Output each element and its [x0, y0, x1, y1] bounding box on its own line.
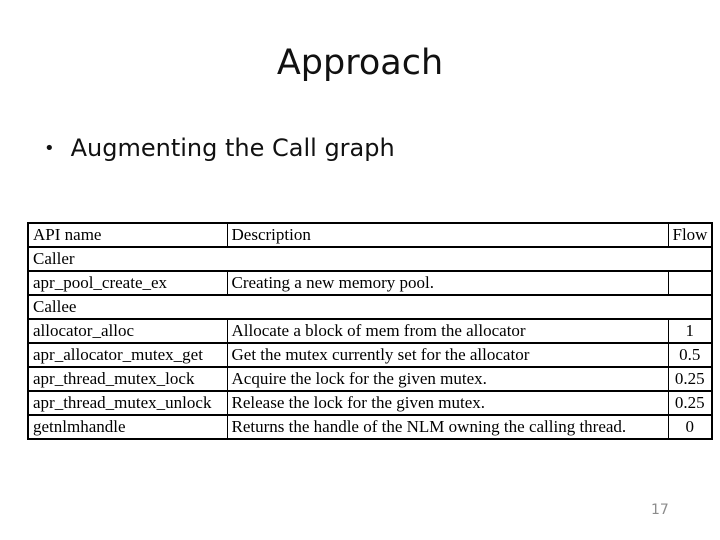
- cell-api-name: apr_thread_mutex_lock: [27, 366, 228, 392]
- table-row: apr_allocator_mutex_get Get the mutex cu…: [27, 342, 713, 368]
- table-header-row: API name Description Flow: [27, 222, 713, 248]
- section-label-caller: Caller: [27, 246, 713, 272]
- cell-description: Acquire the lock for the given mutex.: [226, 366, 669, 392]
- cell-description: Allocate a block of mem from the allocat…: [226, 318, 669, 344]
- cell-flow: 0.25: [667, 366, 713, 392]
- table-section-row: Caller: [27, 246, 713, 272]
- table-row: allocator_alloc Allocate a block of mem …: [27, 318, 713, 344]
- cell-description: Returns the handle of the NLM owning the…: [226, 414, 669, 440]
- column-header-flow: Flow: [667, 222, 713, 248]
- cell-flow: [667, 270, 713, 296]
- cell-api-name: apr_pool_create_ex: [27, 270, 228, 296]
- cell-description: Get the mutex currently set for the allo…: [226, 342, 669, 368]
- cell-description: Release the lock for the given mutex.: [226, 390, 669, 416]
- bullet-text: Augmenting the Call graph: [70, 134, 395, 162]
- cell-api-name: getnlmhandle: [27, 414, 228, 440]
- table-row: getnlmhandle Returns the handle of the N…: [27, 414, 713, 440]
- cell-description: Creating a new memory pool.: [226, 270, 669, 296]
- cell-api-name: apr_thread_mutex_unlock: [27, 390, 228, 416]
- bullet-icon: •: [44, 138, 55, 159]
- column-header-description: Description: [226, 222, 669, 248]
- table-section-row: Callee: [27, 294, 713, 320]
- table-row: apr_thread_mutex_unlock Release the lock…: [27, 390, 713, 416]
- cell-api-name: apr_allocator_mutex_get: [27, 342, 228, 368]
- cell-flow: 0: [667, 414, 713, 440]
- slide-page-number: 17: [651, 502, 669, 518]
- table-row: apr_pool_create_ex Creating a new memory…: [27, 270, 713, 296]
- page-title: Approach: [276, 43, 444, 83]
- api-flow-table: API name Description Flow Caller apr_poo…: [27, 222, 713, 440]
- cell-api-name: allocator_alloc: [27, 318, 228, 344]
- column-header-api-name: API name: [27, 222, 228, 248]
- cell-flow: 0.25: [667, 390, 713, 416]
- table-row: apr_thread_mutex_lock Acquire the lock f…: [27, 366, 713, 392]
- cell-flow: 1: [667, 318, 713, 344]
- cell-flow: 0.5: [667, 342, 713, 368]
- bullet-item: • Augmenting the Call graph: [44, 133, 395, 166]
- section-label-callee: Callee: [27, 294, 713, 320]
